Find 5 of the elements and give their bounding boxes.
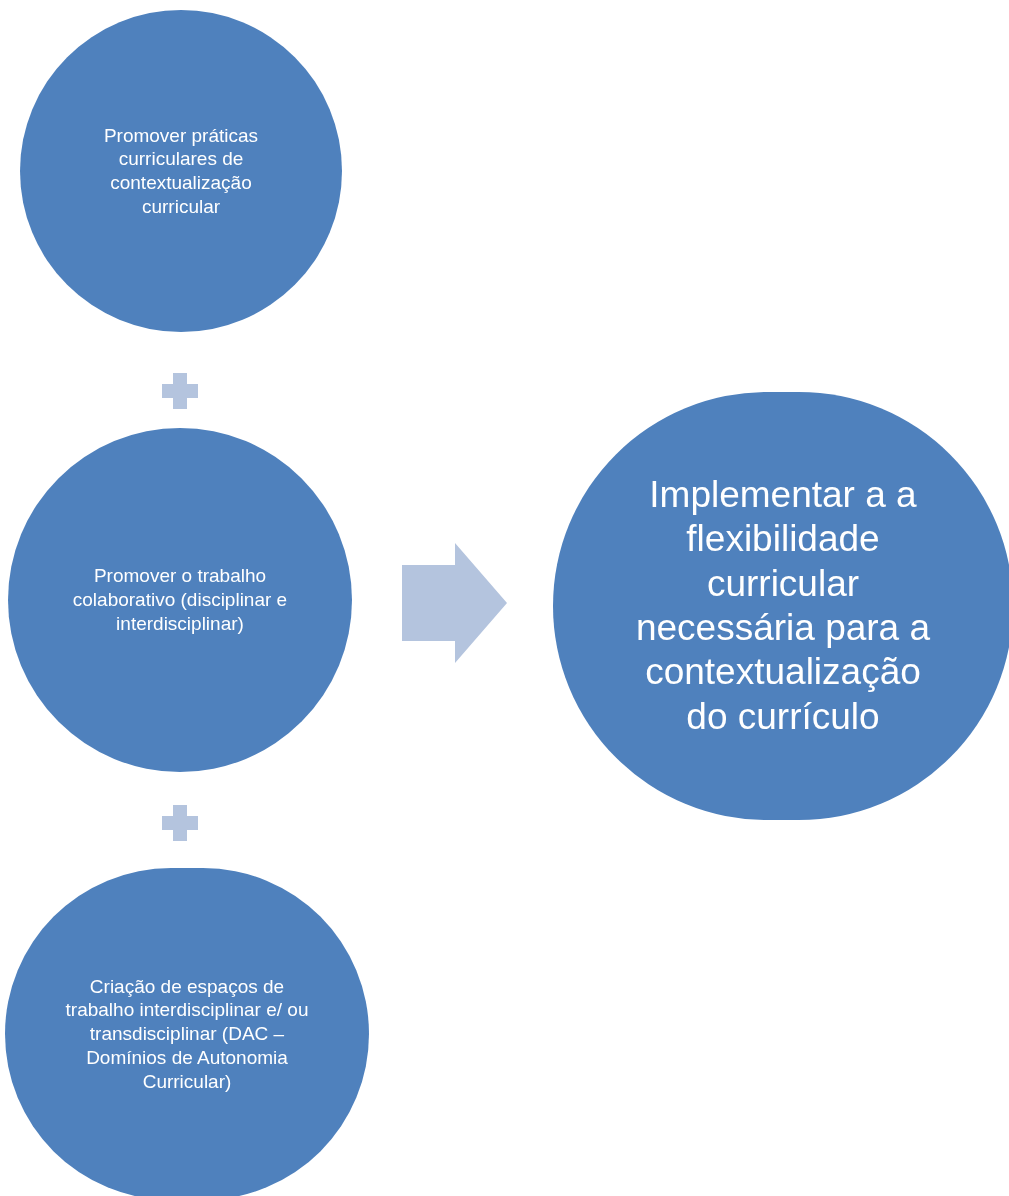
block-arrow: [402, 543, 507, 663]
circle-text: Implementar a a flexibilidade curricular necessária para a contextualização do currículo: [634, 472, 932, 739]
circle-text: Promover práticas curriculares de contextualização curricular: [102, 123, 260, 219]
circle-text: Criação de espaços de trabalho interdisciplinar e/ ou transdisciplinar (DAC – Domínios de Autonomia Curricular): [64, 974, 310, 1094]
circle-text: Promover o trabalho colaborativo (disciplinar e interdisciplinar): [71, 564, 289, 636]
